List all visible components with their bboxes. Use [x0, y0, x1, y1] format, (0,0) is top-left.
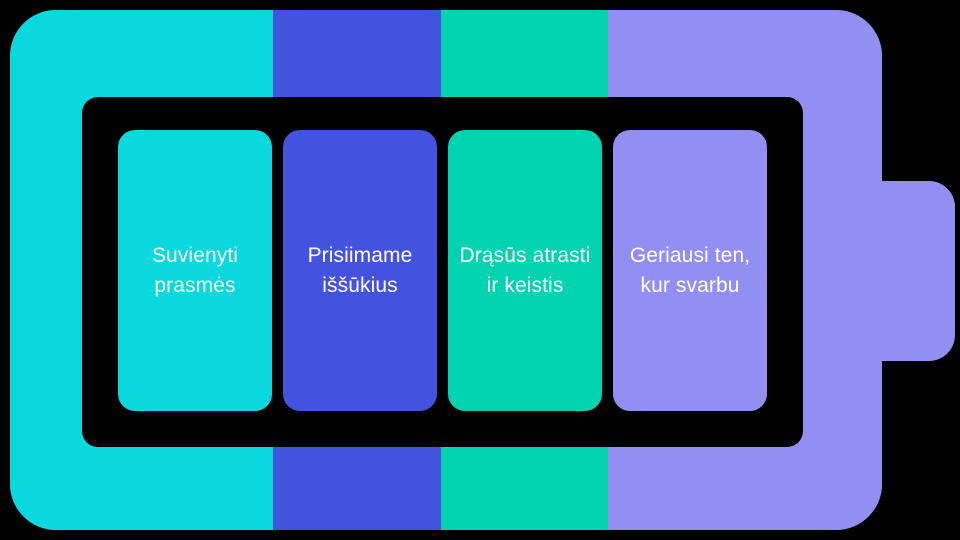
battery-cell-2[interactable]: Prisiimame iššūkius [283, 130, 437, 411]
battery-cell-3[interactable]: Drąsūs atrasti ir keistis [448, 130, 602, 411]
battery-cell-3-label: Drąsūs atrasti ir keistis [459, 243, 591, 297]
battery-cell-group: Suvienyti prasmės Prisiimame iššūkius Dr… [118, 130, 767, 411]
battery-cell-2-label: Prisiimame iššūkius [307, 243, 413, 297]
battery-cell-1-label: Suvienyti prasmės [151, 243, 239, 297]
battery-cell-1[interactable]: Suvienyti prasmės [118, 130, 272, 411]
battery-cell-4[interactable]: Geriausi ten, kur svarbu [613, 130, 767, 411]
battery-cell-4-label: Geriausi ten, kur svarbu [629, 243, 751, 297]
